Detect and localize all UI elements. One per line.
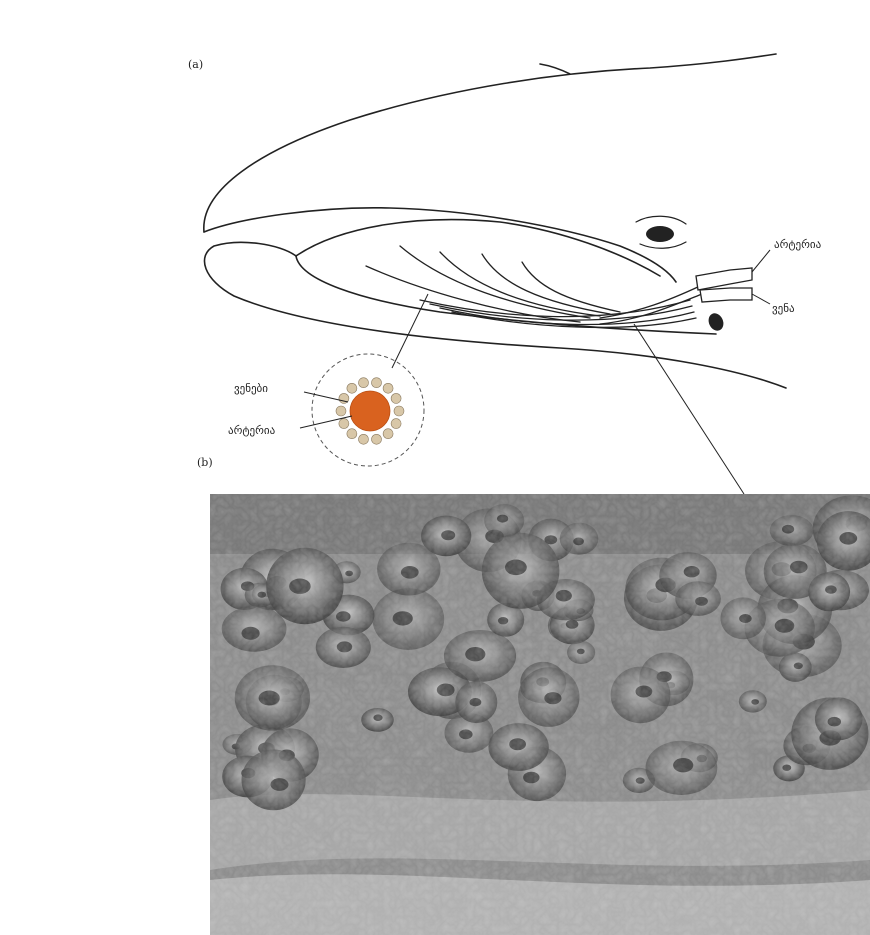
vein-dot bbox=[391, 393, 401, 403]
vein-dot bbox=[372, 434, 382, 444]
artery-disc bbox=[350, 391, 390, 431]
artery-stub bbox=[696, 268, 752, 290]
eye-outline-top bbox=[636, 216, 686, 224]
vascular-rete bbox=[366, 246, 702, 327]
vein-dot bbox=[359, 434, 369, 444]
mouth-inner-line bbox=[296, 220, 660, 276]
vein-dot bbox=[347, 429, 357, 439]
label-vein-right: ვენა bbox=[772, 302, 795, 315]
eye bbox=[646, 226, 674, 242]
label-artery-right: არტერია bbox=[774, 238, 822, 251]
vein-dot bbox=[339, 419, 349, 429]
vein-dot bbox=[383, 429, 393, 439]
upper-head-outline bbox=[204, 54, 776, 232]
vein-stub bbox=[700, 288, 752, 302]
label-veins-inset: ვენები bbox=[234, 382, 268, 395]
cross-section-inset bbox=[300, 294, 428, 466]
micrograph-photo bbox=[210, 494, 870, 935]
vein-dot bbox=[383, 383, 393, 393]
vein-dot bbox=[359, 378, 369, 388]
vessel-stubs bbox=[696, 268, 752, 302]
vein-leader bbox=[752, 294, 770, 304]
vein-dot bbox=[391, 419, 401, 429]
ear-mark bbox=[706, 311, 726, 333]
panel-label-b: (b) bbox=[197, 456, 213, 469]
vein-dot bbox=[394, 406, 404, 416]
right-labels bbox=[752, 250, 770, 304]
vein-dot bbox=[336, 406, 346, 416]
lower-jaw-inner bbox=[296, 256, 716, 334]
vein-dot bbox=[372, 378, 382, 388]
eye-outline-bottom bbox=[640, 242, 686, 248]
artery-leader bbox=[752, 250, 770, 272]
vein-dot bbox=[347, 383, 357, 393]
panel-label-a: (a) bbox=[188, 58, 203, 71]
photo-pointer bbox=[634, 324, 744, 494]
blowhole-mark bbox=[540, 64, 570, 74]
label-artery-inset: არტერია bbox=[228, 424, 276, 437]
whale-head-drawing bbox=[204, 54, 786, 388]
